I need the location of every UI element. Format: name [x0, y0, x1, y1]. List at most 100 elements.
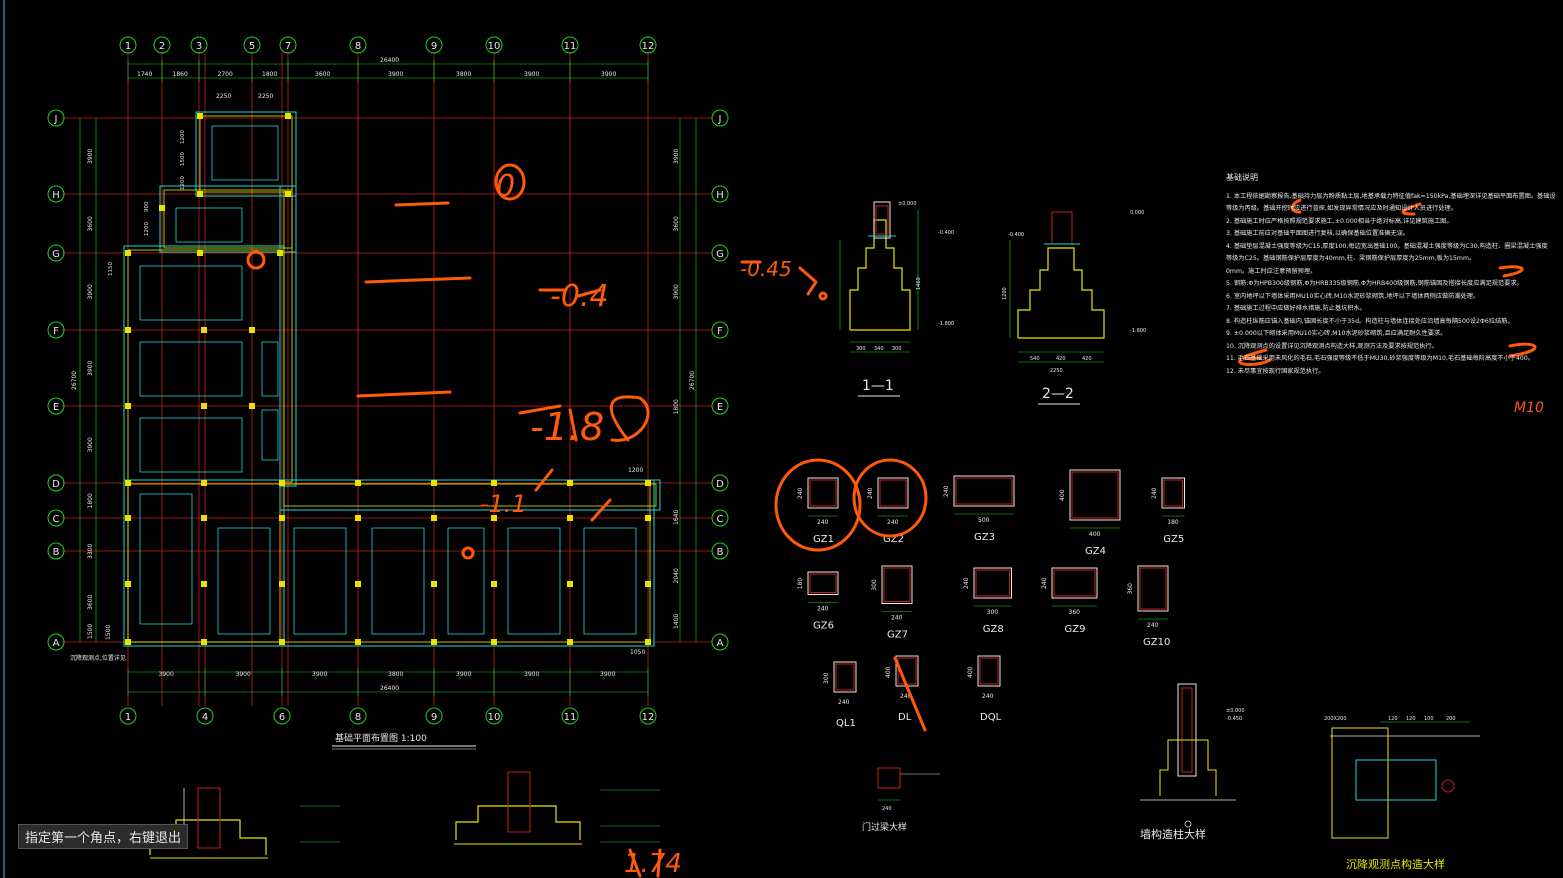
- notes-line: 5. 钢筋:Φ为HPB300级钢筋,Φ为HRB335级钢筋,Φ为HRB400级钢…: [1226, 280, 1523, 287]
- annot-minus-0-45: -0.45: [740, 257, 792, 281]
- bottom-axis-label-10: 10: [488, 712, 501, 723]
- top-axis-label-11: 11: [564, 41, 577, 52]
- left-axis-label-C: C: [53, 514, 60, 525]
- plan-column-44: [567, 639, 573, 645]
- left-axis-bubble-C: [47, 509, 65, 527]
- section-2-2-label: 2—2: [1042, 386, 1074, 402]
- beam-height-QL1: 300: [823, 672, 830, 684]
- lintel-dim: 240: [882, 806, 892, 812]
- foundation-notes: 基础说明 1. 本工程依据勘察报告,基础持力层为粉质黏土层,地基承载力特征值fa…: [1226, 172, 1556, 378]
- plan-column-29: [645, 515, 651, 521]
- notes-line: 3. 基础施工前应对基础平面图进行复核,以确保基础位置准确无误。: [1226, 230, 1410, 237]
- small-dim-0: 1200: [628, 467, 643, 474]
- top-axis-label-8: 8: [355, 41, 361, 52]
- plan-column-36: [567, 581, 573, 587]
- bottom-axis-bubble-8: [349, 707, 367, 725]
- column-width-GZ6: 240: [817, 606, 829, 613]
- column-height-GZ1: 240: [797, 487, 804, 499]
- top-dim-7: 3900: [524, 71, 539, 78]
- top-dim-6: 3800: [456, 71, 471, 78]
- bottom-axis-label-6: 6: [279, 712, 285, 723]
- column-outline-GZ5: [1161, 477, 1185, 509]
- plan-column-31: [201, 581, 207, 587]
- left-axis-bubble-G: [47, 244, 65, 262]
- notes-line: 6. 室内地坪以下墙体采用MU10实心砖,M10水泥砂浆砌筑,地坪以下墙体两侧应…: [1226, 292, 1480, 300]
- notes-line: 11. 毛石基础采用未风化的毛石,毛石强度等级不低于MU30,砂浆强度等级为M1…: [1226, 355, 1534, 362]
- room-box-9: [447, 527, 485, 635]
- left-dim-6: 3300: [87, 544, 94, 559]
- right-axis-bubble-E: [711, 397, 729, 415]
- column-outline-GZ2: [877, 477, 909, 509]
- left-axis-bubble-J: [47, 109, 65, 127]
- plan-column-1: [285, 113, 291, 119]
- column-width-GZ2: 240: [887, 519, 899, 526]
- column-label-GZ5: GZ5: [1163, 534, 1184, 545]
- right-dim-total: 26700: [689, 371, 696, 390]
- left-dim-8: 1500: [87, 624, 94, 639]
- plan-foundation-walls: [123, 111, 661, 647]
- left-axis-label-G: G: [52, 249, 60, 260]
- plan-title: 基础平面布置图 1:100: [335, 732, 427, 744]
- settlement-label: 沉降观测点构造大样: [1346, 857, 1445, 871]
- bottom-axis-label-8: 8: [355, 712, 361, 723]
- plan-column-40: [279, 639, 285, 645]
- notes-line: 12. 未尽事宜按现行国家规范执行。: [1226, 367, 1325, 375]
- plan-column-19: [491, 480, 497, 486]
- plan-column-14: [125, 480, 131, 486]
- column-width-GZ3: 500: [978, 517, 990, 524]
- bottom-axis-bubble-1: [119, 707, 137, 725]
- column-rebar-GZ9: [1053, 569, 1096, 597]
- left-side-dim-1: 1500: [180, 152, 186, 166]
- left-side-dim-0: 1200: [180, 130, 186, 144]
- right-axis-bubble-F: [711, 321, 729, 339]
- room-box-3: [139, 341, 243, 397]
- s22-elev-bot: -1.800: [1130, 328, 1146, 334]
- column-width-GZ7: 240: [891, 615, 903, 622]
- plan-column-37: [645, 581, 651, 587]
- right-dim-0: 3900: [673, 149, 680, 164]
- beam-label-DL: DL: [898, 712, 912, 723]
- settle-dim-0: 200X200: [1324, 716, 1347, 722]
- left-side-dim-5: 1150: [108, 262, 114, 276]
- room-box-1: [175, 207, 243, 243]
- plan-column-18: [431, 480, 437, 486]
- right-axis-bubble-D: [711, 474, 729, 492]
- plan-column-0: [197, 113, 203, 119]
- settle-dim-3: 100: [1424, 716, 1434, 722]
- right-axis-label-F: F: [717, 326, 723, 337]
- inner-dim-1: 2250: [258, 93, 273, 100]
- plan-column-7: [277, 250, 283, 256]
- annot-minus-1-8: -1.8: [530, 405, 604, 449]
- left-dim-7: 3600: [87, 595, 94, 610]
- left-axis-label-A: A: [53, 638, 60, 649]
- room-box-2: [139, 265, 243, 321]
- column-rebar-GZ5: [1163, 479, 1183, 507]
- column-outline-GZ10: [1137, 565, 1169, 612]
- plan-column-39: [201, 639, 207, 645]
- top-dim-1: 1860: [173, 71, 188, 78]
- top-axis-label-3: 3: [196, 41, 202, 52]
- plan-column-41: [355, 639, 361, 645]
- top-axis-bubble-7: [279, 36, 297, 54]
- bottom-axis-label-9: 9: [431, 712, 437, 723]
- beam-width-DL: 240: [900, 693, 912, 700]
- right-axis-label-J: J: [718, 114, 722, 125]
- bottom-dim-4: 3900: [456, 671, 471, 678]
- lintel-detail: 240 门过梁大样: [862, 767, 940, 833]
- left-dim-2: 3900: [87, 284, 94, 299]
- column-height-GZ6: 180: [797, 578, 804, 590]
- left-dim-3: 3900: [87, 361, 94, 376]
- right-axis-bubble-H: [711, 185, 729, 203]
- wall-column-label: 墙构造柱大样: [1140, 827, 1206, 841]
- left-axis-label-D: D: [52, 479, 60, 490]
- s11-dim-h: 1460: [916, 277, 922, 290]
- left-axis-bubble-A: [47, 633, 65, 651]
- column-outline-GZ7: [881, 565, 913, 604]
- column-height-GZ8: 240: [963, 577, 970, 589]
- bottom-axis-label-4: 4: [202, 712, 208, 723]
- bottom-dim-2: 3900: [312, 671, 327, 678]
- bottom-axis-bubble-6: [273, 707, 291, 725]
- settle-dim-1: 120: [1388, 716, 1398, 722]
